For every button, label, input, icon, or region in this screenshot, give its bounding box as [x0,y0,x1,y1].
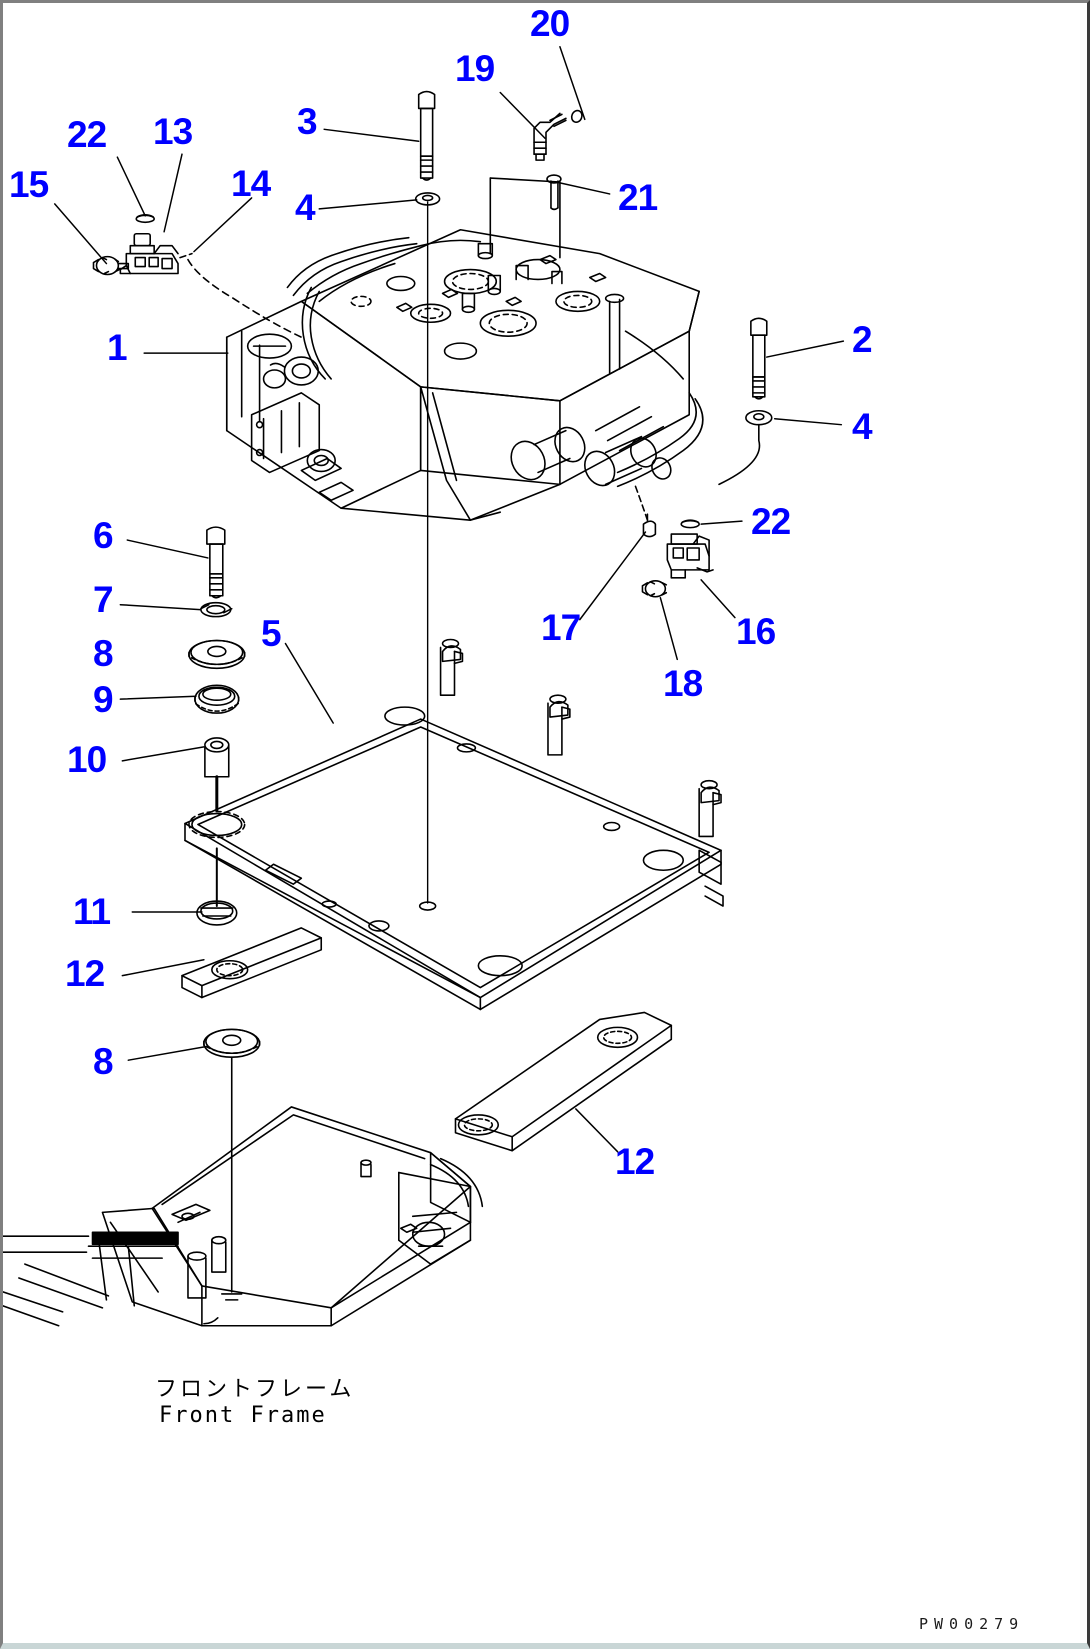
document-reference-code: PW00279 [919,1615,1025,1633]
callout-7[interactable]: 7 [93,579,114,620]
callout-14[interactable]: 14 [231,163,271,204]
part-12b-strap [454,1011,673,1152]
callout-12-right[interactable]: 12 [615,1141,655,1182]
callout-8-upper[interactable]: 8 [93,633,114,674]
part-12a-strap [181,927,323,999]
part-15-fitting [92,255,130,276]
callout-20[interactable]: 20 [530,3,570,44]
part-19-elbow [533,109,583,161]
line-art-layer [3,46,845,1327]
part-5-mounting-plate [184,638,724,1011]
callout-18[interactable]: 18 [663,663,703,704]
callout-10[interactable]: 10 [67,739,107,780]
plate-bracket-a [439,638,464,696]
callout-4-right[interactable]: 4 [852,406,873,447]
callout-1[interactable]: 1 [107,327,128,368]
callout-4-upper[interactable]: 4 [295,187,316,228]
callout-11[interactable]: 11 [73,891,111,932]
leader-lines [53,46,845,1153]
part-1-control-valve-body [225,177,704,521]
callout-22-upper[interactable]: 22 [67,114,107,155]
part-8a-washer [188,639,246,670]
front-frame-assembly [3,1106,484,1327]
callout-6[interactable]: 6 [93,515,114,556]
front-frame-label-jp: フロントフレーム [155,1377,355,1402]
part-21-pin [546,174,562,211]
callout-17[interactable]: 17 [541,607,581,648]
part-7-lockwasher [200,601,233,618]
callout-12-left[interactable]: 12 [65,953,105,994]
callout-15[interactable]: 15 [9,164,49,205]
part-3-bolt [417,90,436,181]
diagram-artboard: 20 19 3 22 13 21 15 14 4 2 1 4 6 22 7 5 … [3,3,1087,1643]
part-4b-washer [718,409,773,486]
callout-5[interactable]: 5 [261,613,282,654]
part-22b-oring [680,519,700,529]
callout-9[interactable]: 9 [93,679,114,720]
part-11-bushing [196,900,238,926]
part-18-fitting [641,580,668,598]
callout-19[interactable]: 19 [455,48,495,89]
callout-2[interactable]: 2 [852,319,873,360]
part-2-bolt [750,317,768,400]
part-8b-washer [203,1028,261,1059]
part-4a-washer [414,192,441,206]
part-13-solenoid-assembly [119,232,179,275]
part-9-nut [194,684,240,714]
callout-8-lower[interactable]: 8 [93,1041,114,1082]
callout-13[interactable]: 13 [153,111,193,152]
plate-bracket-b [547,694,571,756]
callout-21[interactable]: 21 [618,177,658,218]
part-10-spacer [204,737,230,778]
part-6-bolt [206,526,226,599]
plate-bracket-c [698,779,722,838]
front-frame-label-en: Front Frame [159,1403,327,1428]
part-16-solenoid-assembly [666,533,714,579]
callout-22-lower[interactable]: 22 [751,501,791,542]
callout-16[interactable]: 16 [736,611,776,652]
callout-3[interactable]: 3 [297,101,318,142]
